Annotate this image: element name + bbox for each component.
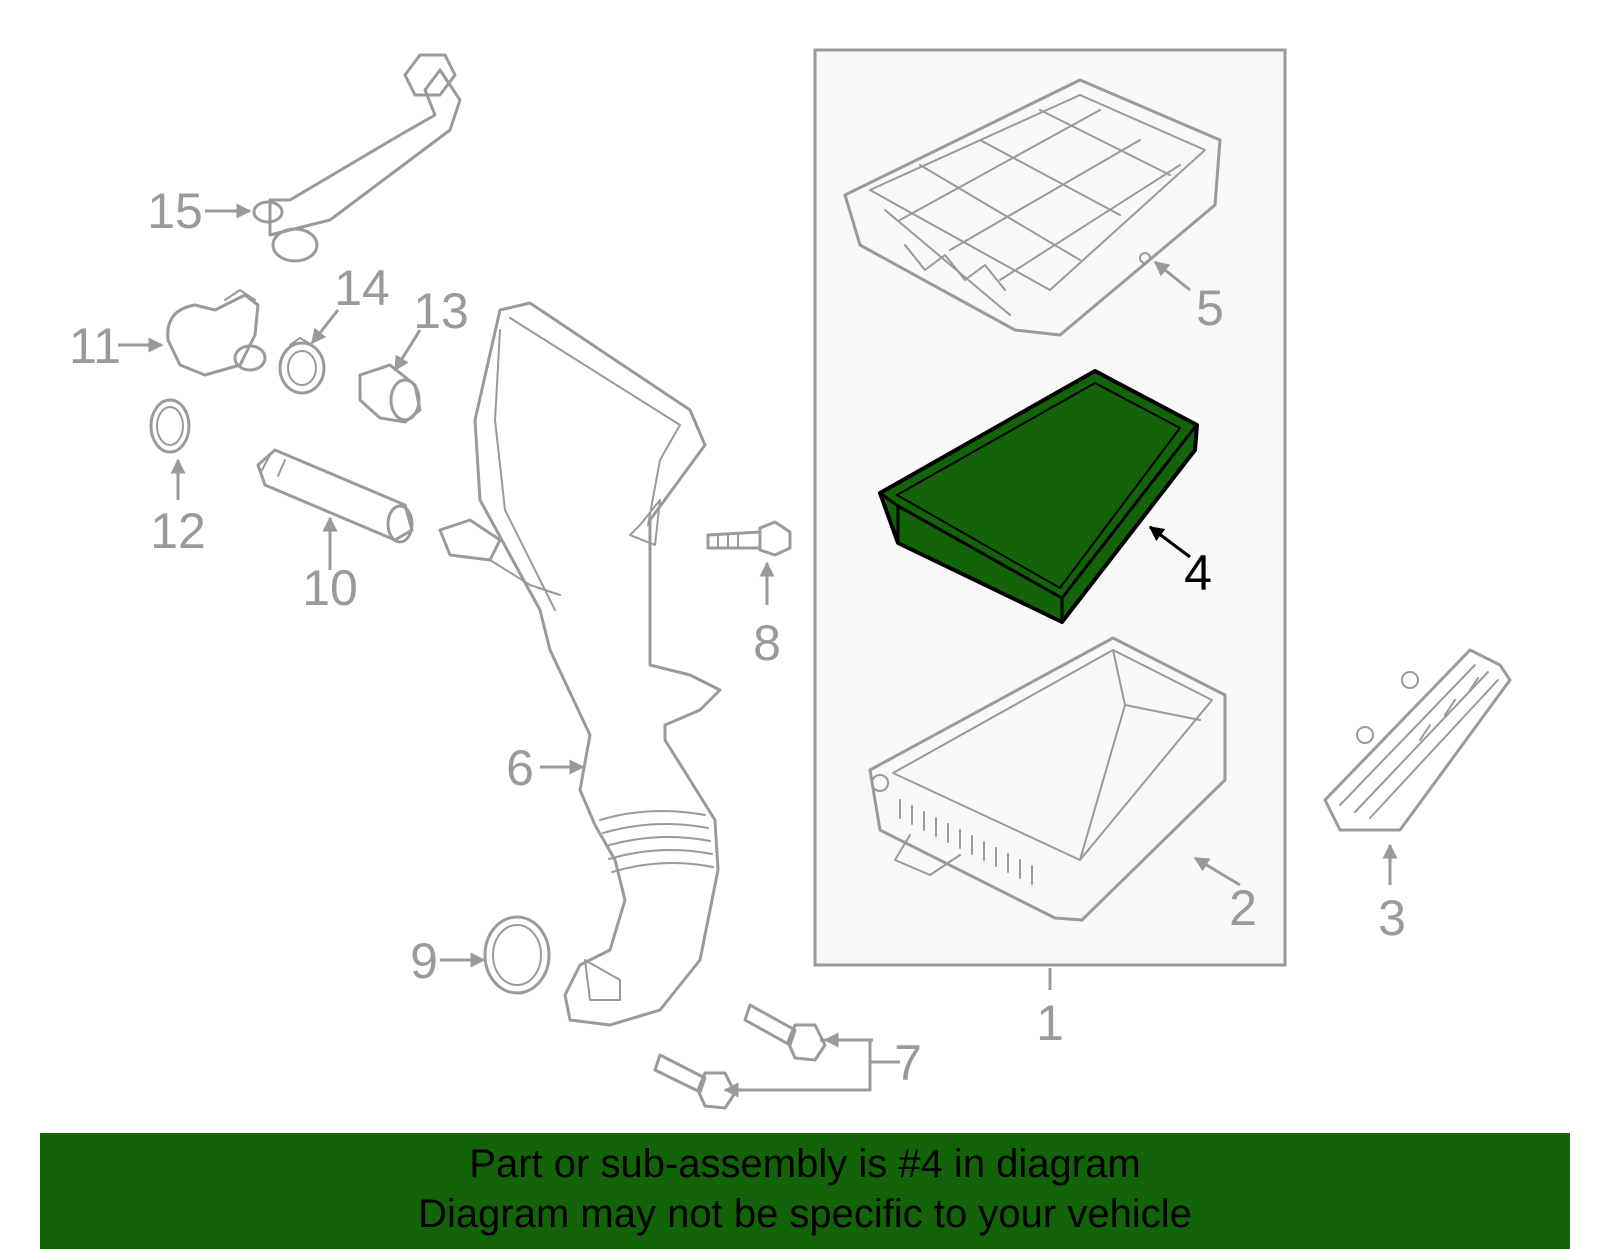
pcv-connector[interactable] xyxy=(166,289,267,377)
callout-7: 7 xyxy=(894,1035,922,1091)
o-ring-small[interactable] xyxy=(149,398,191,454)
callout-9: 9 xyxy=(410,933,438,989)
air-filter[interactable] xyxy=(878,369,1199,624)
callout-15: 15 xyxy=(147,183,203,239)
callout-11: 11 xyxy=(69,318,121,374)
banner-line-disclaimer: Diagram may not be specific to your vehi… xyxy=(418,1192,1192,1236)
callout-2: 2 xyxy=(1229,880,1257,936)
bracket[interactable] xyxy=(1323,648,1512,832)
hose[interactable] xyxy=(252,53,462,263)
callout-10: 10 xyxy=(302,560,358,616)
intake-duct[interactable] xyxy=(438,301,722,1027)
callout-14: 14 xyxy=(334,260,390,316)
callout-4: 4 xyxy=(1184,545,1212,601)
callout-5: 5 xyxy=(1196,280,1224,336)
o-ring-large[interactable] xyxy=(483,915,551,995)
bolt-7b[interactable] xyxy=(653,1053,737,1110)
callout-13: 13 xyxy=(413,283,469,339)
upper-housing[interactable] xyxy=(843,78,1222,337)
callout-12: 12 xyxy=(150,503,206,559)
callout-3: 3 xyxy=(1378,890,1406,946)
info-banner: Part or sub-assembly is #4 in diagram Di… xyxy=(40,1133,1570,1249)
tube[interactable] xyxy=(256,448,414,544)
banner-line-part: Part or sub-assembly is #4 in diagram xyxy=(469,1142,1141,1186)
callout-1: 1 xyxy=(1036,995,1064,1051)
clamp[interactable] xyxy=(278,337,326,395)
callout-6: 6 xyxy=(506,740,534,796)
bolt-8[interactable] xyxy=(706,520,792,557)
callout-8: 8 xyxy=(753,615,781,671)
bolt-7a[interactable] xyxy=(743,1003,827,1062)
grommet[interactable] xyxy=(358,363,422,424)
lower-housing[interactable] xyxy=(868,636,1227,922)
